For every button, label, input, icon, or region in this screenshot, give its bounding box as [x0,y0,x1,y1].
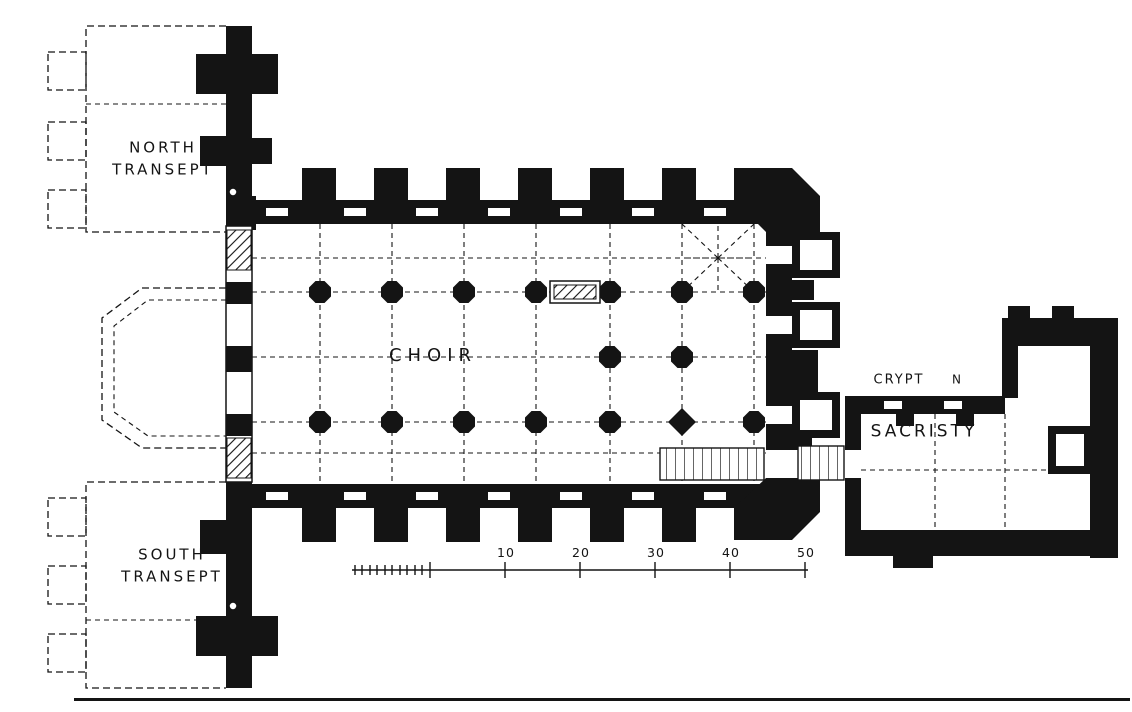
north-transept-label: NORTH TRANSEPT [112,137,214,181]
scale-label-30: 30 [647,544,665,560]
scale-label-10: 10 [497,544,515,560]
choir-label: CHOIR [388,344,478,366]
north-transept-line1: NORTH [129,138,197,157]
north-transept-line2: TRANSEPT [112,160,214,178]
sacristy-staircase [797,445,845,481]
choir-columns [309,281,765,436]
star-vault-ribs [681,223,755,293]
scale-label-40: 40 [722,544,740,560]
door-pivot-north [228,187,238,197]
crypt-label: CRYPT [873,372,925,388]
south-transept-line2: TRANSEPT [121,567,223,585]
compass-n-label: N [952,372,962,387]
sacristy-label: SACRISTY [870,421,978,442]
east-chapel-1 [792,232,840,278]
scale-label-50: 50 [797,544,815,560]
west-chapel-outline [101,287,226,449]
main-staircase [659,447,765,481]
choir-north-wall [252,168,820,232]
bottom-border-rule [74,698,1130,701]
south-transept-line1: SOUTH [138,545,206,564]
east-wall-and-chapels [766,230,840,478]
door-pivot-south [228,601,238,611]
east-chapel-2 [792,302,840,348]
vault-lines [252,223,766,484]
west-wall [196,26,278,688]
scale-bar [352,562,808,578]
south-transept-outline [47,481,226,689]
choir-south-wall [252,478,820,542]
north-transept-outline [47,25,226,233]
stairs [659,445,845,481]
tomb-monument [549,280,601,304]
east-chapel-3 [792,392,840,438]
diamond-pier [668,408,696,436]
scale-label-20: 20 [572,544,590,560]
sacristy-walls [845,306,1118,568]
altar-niche [1048,426,1092,474]
south-transept-label: SOUTH TRANSEPT [121,544,223,588]
